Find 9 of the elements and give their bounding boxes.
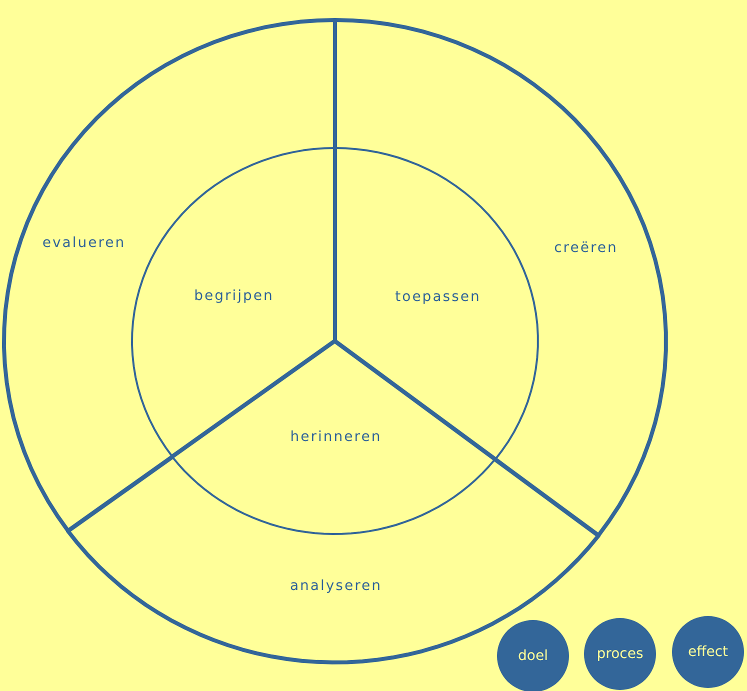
circle-button: doel — [497, 620, 569, 691]
circle-button: proces — [584, 618, 656, 690]
sector-label: herinneren — [290, 429, 382, 445]
circle-button: effect — [672, 616, 744, 688]
sector-label: toepassen — [395, 289, 481, 305]
sector-label: evalueren — [42, 235, 126, 251]
sector-label: analyseren — [290, 578, 382, 594]
sector-label: creëren — [554, 240, 618, 256]
sector-label: begrijpen — [194, 288, 274, 304]
